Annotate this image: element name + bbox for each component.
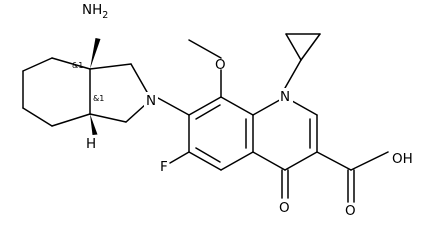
carboxylic-acid [316, 151, 389, 203]
wedge-bond-amine [90, 38, 101, 69]
cyclopropyl-group [284, 33, 321, 89]
n-aryl-bond [157, 97, 190, 116]
methoxy-o-label: O [215, 57, 226, 73]
pyridone-ring [252, 96, 318, 171]
acid-oh-label: OH [392, 151, 413, 167]
benzene-ring [188, 96, 254, 171]
bridgehead-h-label: H [86, 136, 96, 152]
stereo-label-lower: &1 [93, 94, 104, 103]
amine-label: NH2 [82, 2, 108, 21]
cyclohexane-ring [22, 57, 91, 127]
acid-o-label: O [345, 203, 356, 219]
pyrrolidine-ring [89, 63, 148, 123]
wedge-bond-hydrogen [90, 114, 98, 135]
o-methyl-bond [188, 39, 222, 59]
keto-o-label: O [279, 200, 290, 216]
stereo-label-upper: &1 [72, 61, 83, 70]
pyrrolidine-n-label: N [146, 93, 156, 109]
aryl-f-bond [169, 151, 190, 164]
quinolone-n-label: N [280, 89, 290, 105]
fluorine-label: F [160, 159, 168, 175]
